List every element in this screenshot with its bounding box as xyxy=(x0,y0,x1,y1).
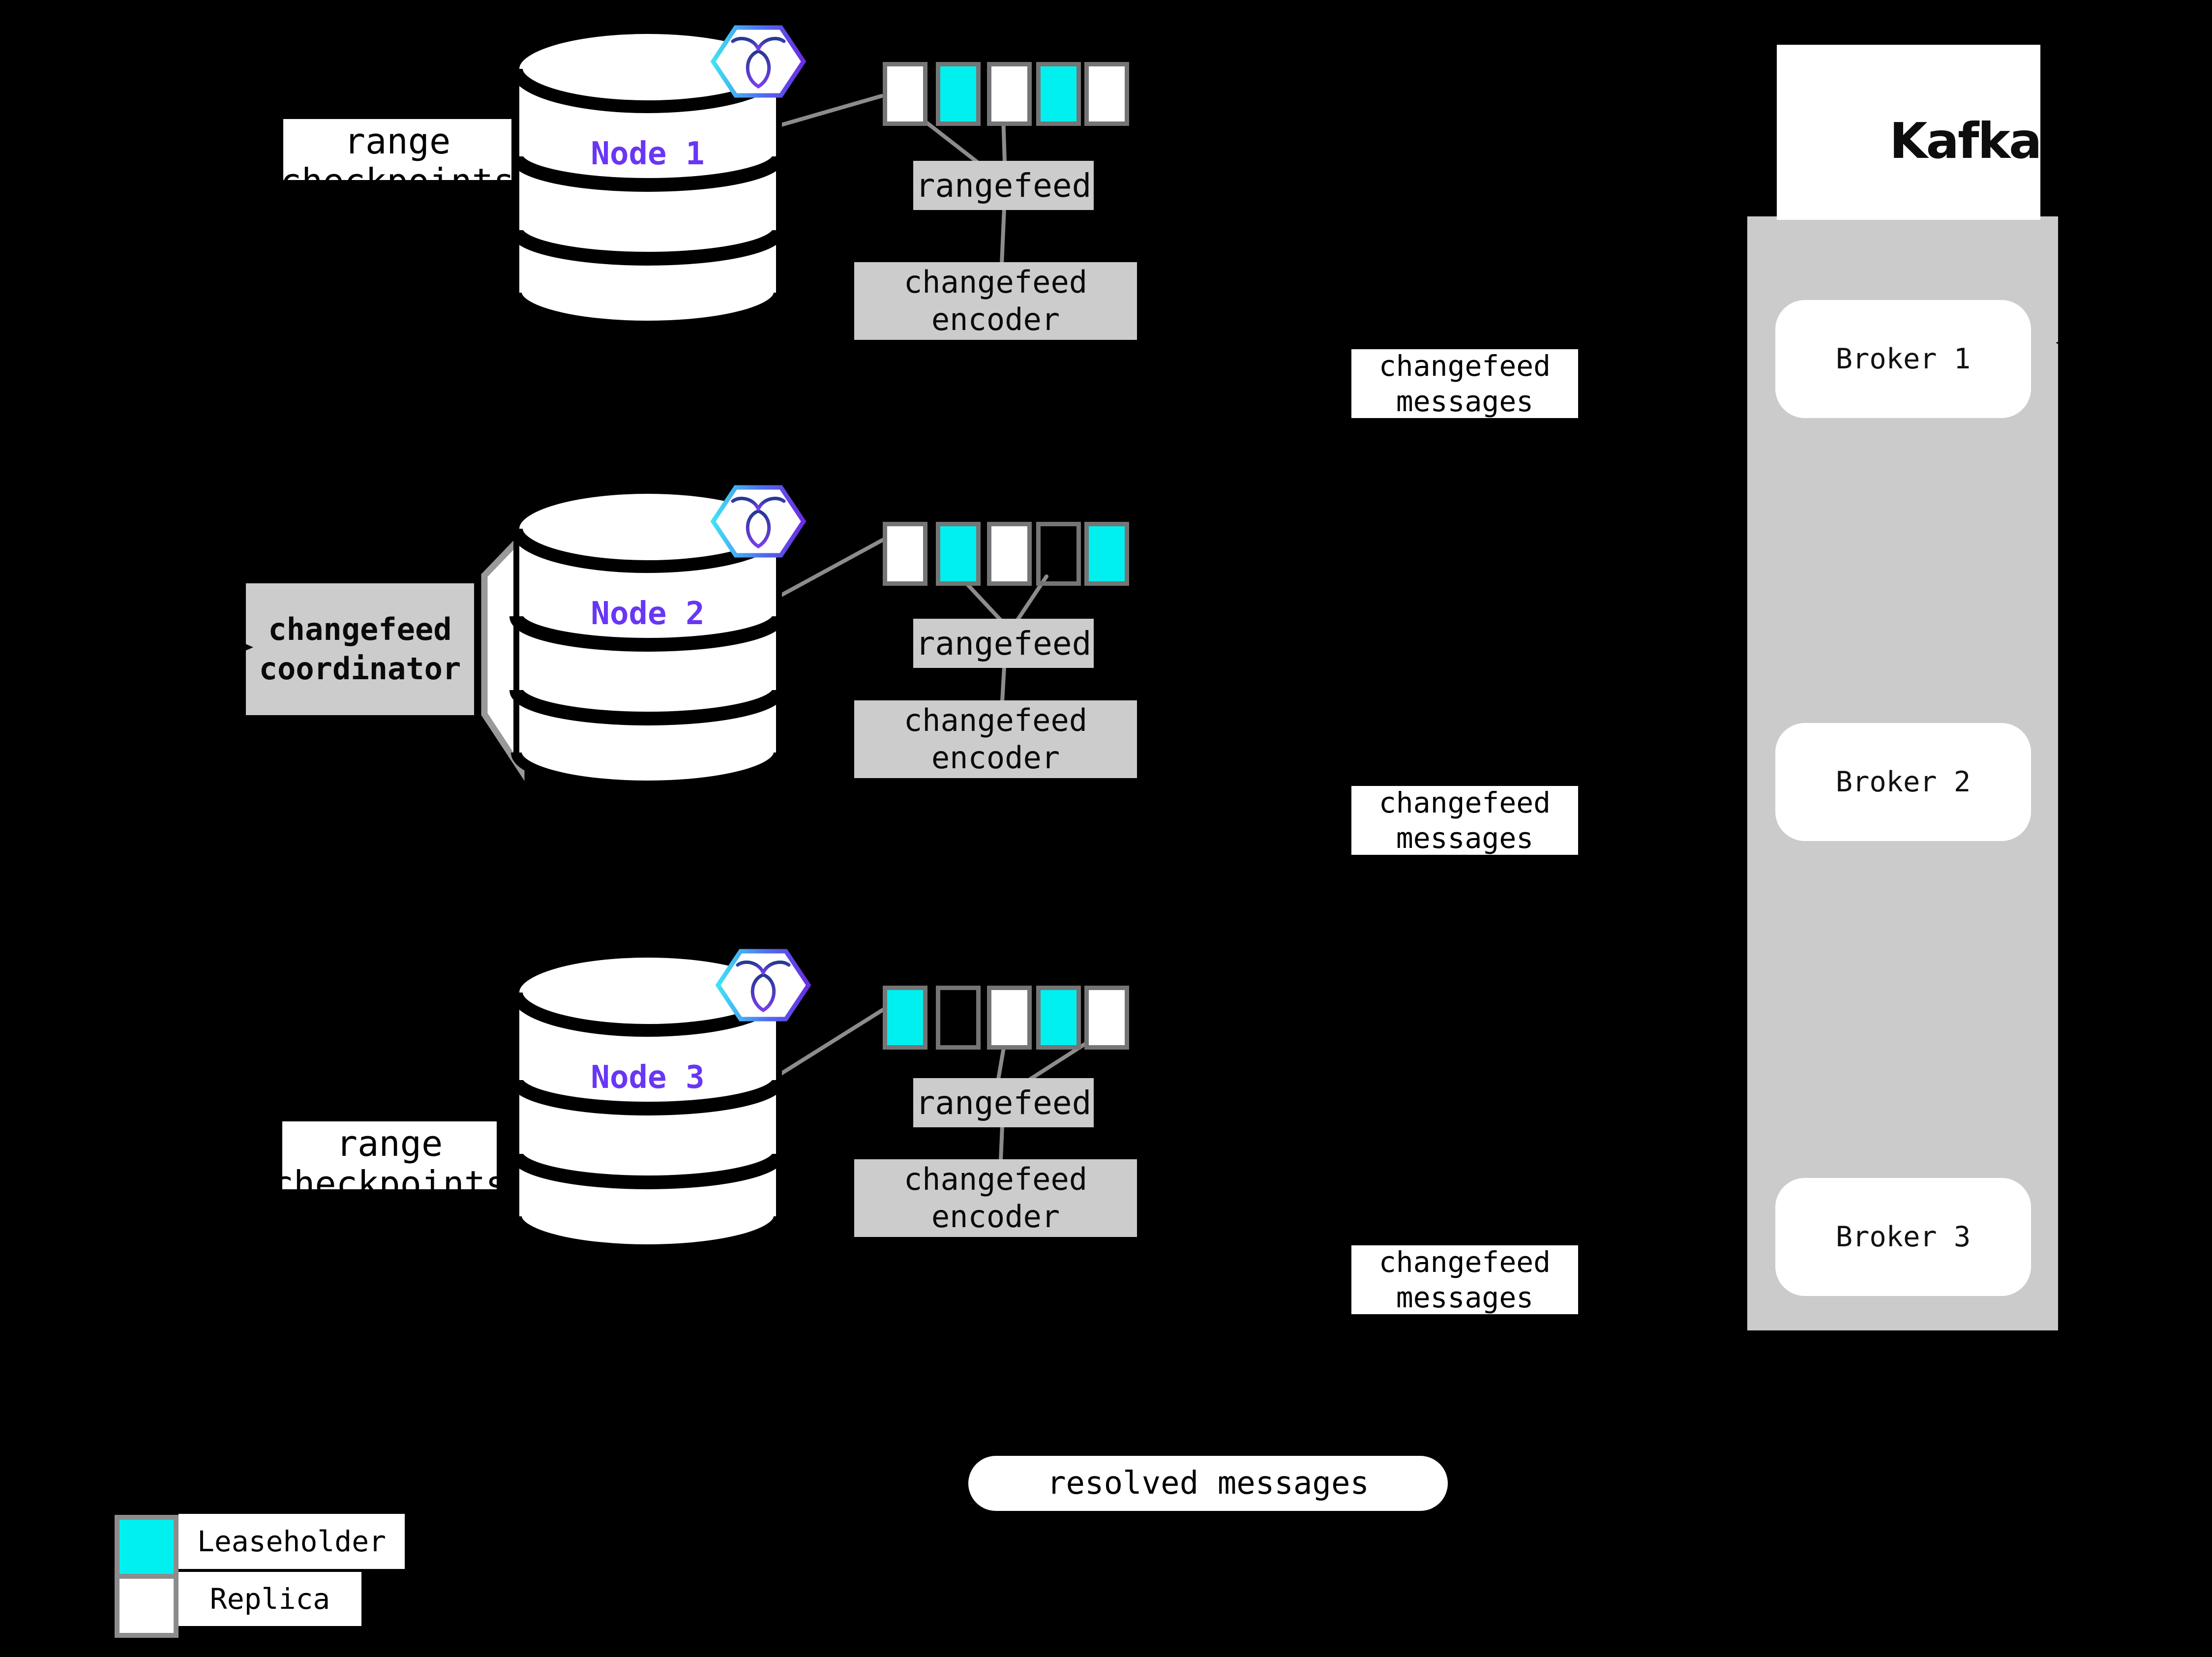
label-line: messages xyxy=(1396,1281,1534,1314)
range-box-leaseholder xyxy=(1036,986,1081,1050)
label-line: changefeed xyxy=(1378,786,1551,819)
changefeed-coordinator-box: changefeed coordinator xyxy=(246,583,474,715)
database-cylinder-node1 xyxy=(509,28,786,331)
label-line: range xyxy=(344,121,451,162)
changefeed-encoder-box-node1: changefeed encoder xyxy=(854,262,1137,340)
range-box-replica xyxy=(883,62,927,126)
label-line: messages xyxy=(1396,821,1534,855)
range-box-replica xyxy=(883,522,927,586)
range-box-replica xyxy=(1084,986,1129,1050)
broker-1-box: Broker 1 xyxy=(1775,300,2031,418)
label-line: changefeed xyxy=(268,611,452,647)
database-cylinder-node3 xyxy=(509,952,786,1255)
range-row-node1 xyxy=(883,62,1129,126)
coordinator-flag xyxy=(481,529,525,781)
broker-2-box: Broker 2 xyxy=(1775,723,2031,841)
label-line: encoder xyxy=(931,301,1060,337)
label-line: coordinator xyxy=(259,651,461,687)
kafka-wordmark: Kafka xyxy=(1889,112,2042,170)
legend-leaseholder-label: Leaseholder xyxy=(179,1514,405,1569)
range-box-leaseholder xyxy=(936,62,981,126)
resolved-messages-label: resolved messages xyxy=(968,1456,1448,1511)
range-box-unfilled xyxy=(936,986,981,1050)
range-checkpoints-label-node1: range checkpoints xyxy=(283,119,511,180)
changefeed-messages-label-1: changefeed messages xyxy=(1351,349,1578,418)
range-box-leaseholder xyxy=(1036,62,1081,126)
broker-3-box: Broker 3 xyxy=(1775,1178,2031,1296)
kafka-logo-box xyxy=(1777,45,2040,220)
node3-label: Node 3 xyxy=(591,1059,705,1096)
label-line: changefeed xyxy=(903,264,1088,300)
arrowhead-into-broker1 xyxy=(2056,331,2082,354)
label-line: checkpoints xyxy=(283,161,511,180)
legend-replica-label: Replica xyxy=(179,1572,361,1626)
cockroachdb-logo-icon xyxy=(715,949,811,1022)
node1-label: Node 1 xyxy=(591,136,705,172)
arrowhead-into-coordinator xyxy=(228,636,253,658)
label-line: encoder xyxy=(931,1199,1060,1235)
rangefeed-box-node2: rangefeed xyxy=(913,619,1094,668)
range-row-node3 xyxy=(883,986,1129,1050)
rangefeed-box-node1: rangefeed xyxy=(913,161,1094,210)
range-checkpoints-label-node3: range checkpoints xyxy=(282,1121,497,1189)
rangefeed-box-node3: rangefeed xyxy=(913,1078,1094,1127)
range-box-leaseholder xyxy=(936,522,981,586)
cockroachdb-logo-icon xyxy=(710,25,807,98)
label-line: encoder xyxy=(931,740,1060,776)
label-line: changefeed xyxy=(1378,349,1551,383)
changefeed-encoder-box-node3: changefeed encoder xyxy=(854,1159,1137,1237)
range-box-leaseholder xyxy=(883,986,927,1050)
label-line: range xyxy=(336,1123,443,1164)
cockroachdb-logo-icon xyxy=(710,485,807,558)
label-line: checkpoints xyxy=(282,1163,497,1189)
range-box-replica xyxy=(987,522,1032,586)
node2-label: Node 2 xyxy=(591,596,705,632)
label-line: changefeed xyxy=(903,1161,1088,1197)
range-box-unfilled xyxy=(1036,522,1081,586)
range-row-node2 xyxy=(883,522,1129,586)
label-line: changefeed xyxy=(1378,1245,1551,1279)
range-box-replica xyxy=(1084,62,1129,126)
label-line: changefeed xyxy=(903,702,1088,738)
changefeed-messages-label-2: changefeed messages xyxy=(1351,786,1578,855)
legend-replica-swatch xyxy=(115,1574,179,1638)
changefeed-encoder-box-node2: changefeed encoder xyxy=(854,700,1137,778)
changefeed-messages-label-3: changefeed messages xyxy=(1351,1245,1578,1314)
range-box-replica xyxy=(987,986,1032,1050)
range-box-replica xyxy=(987,62,1032,126)
label-line: messages xyxy=(1396,385,1534,418)
range-box-leaseholder xyxy=(1084,522,1129,586)
